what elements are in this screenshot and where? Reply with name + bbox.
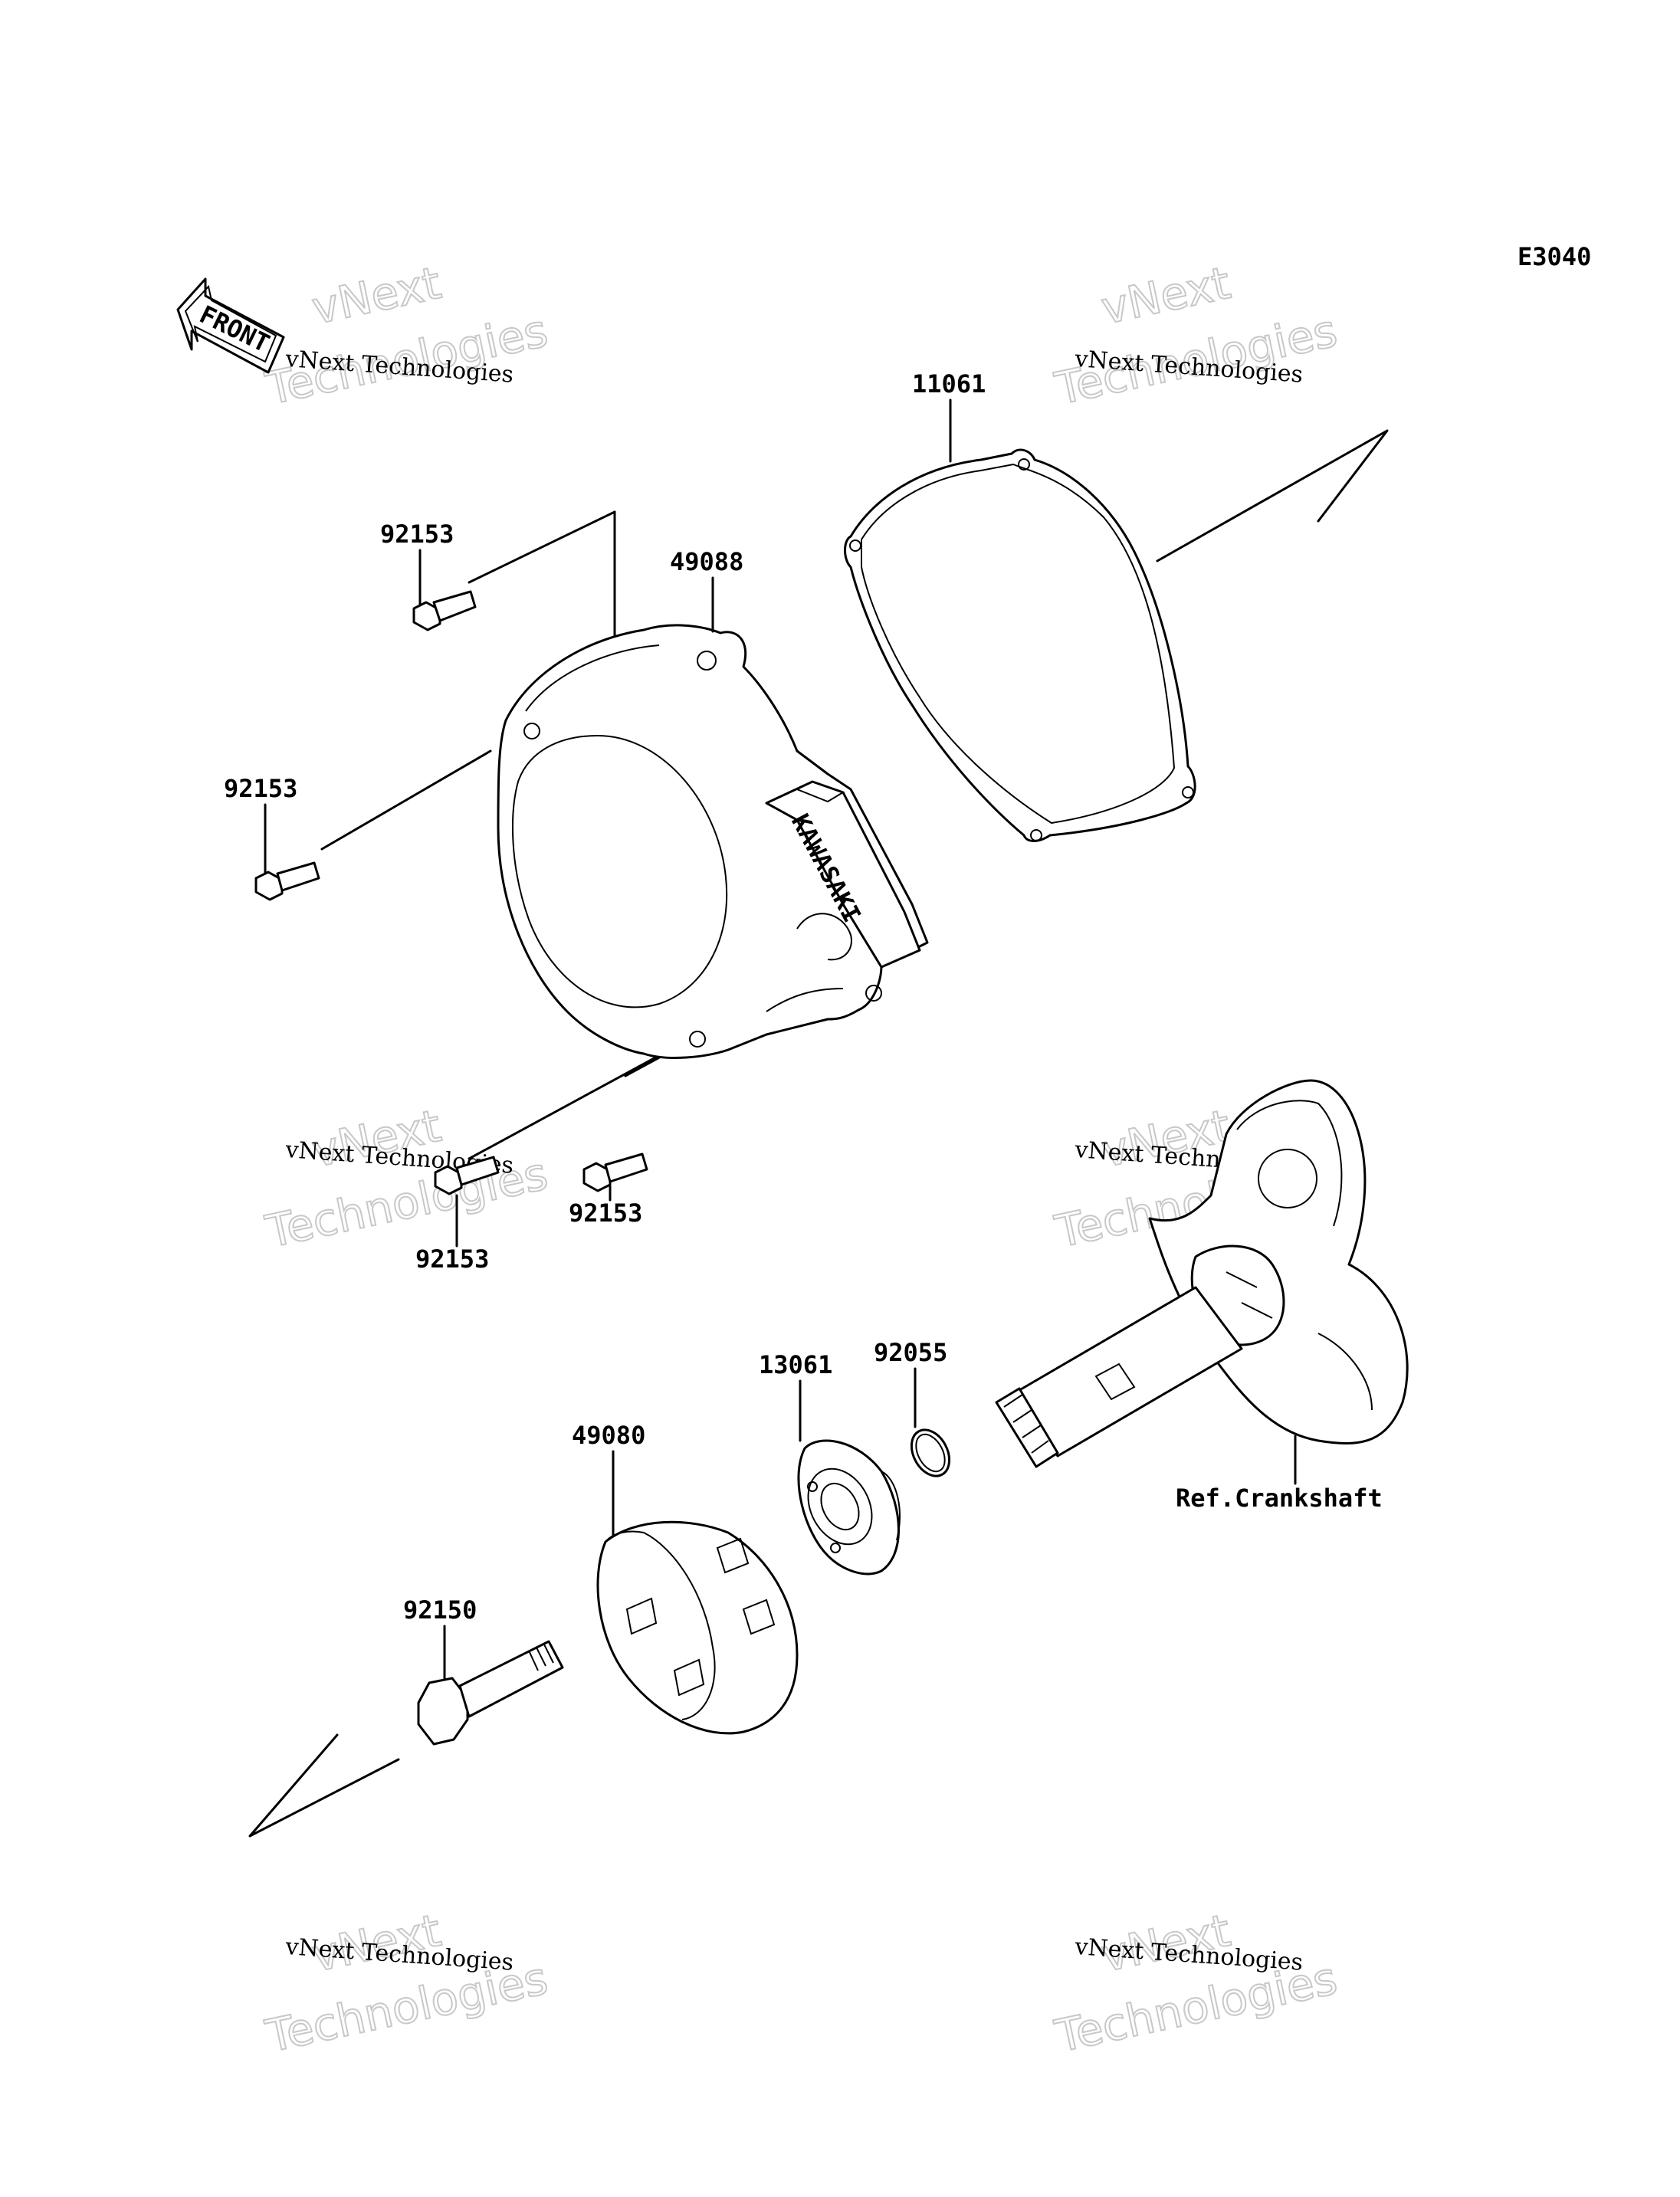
label-92153-d: 92153 [415,1244,489,1274]
callouts: 11061 92153 49088 92153 92153 92153 1306… [224,369,986,1681]
flange-13061 [797,1439,901,1576]
bolt-92150 [417,1640,564,1746]
watermark-1: vNext Technologies [261,256,553,416]
front-arrow-icon: FRONT [176,277,285,374]
bolt-92153-a [412,590,477,631]
diagram-code: E3040 [1518,242,1591,271]
bolt-92153-d [434,1156,500,1195]
watermark-big-1: vNext [307,257,445,335]
watermark-big-1: vNext [1097,257,1235,335]
bolt-92153-c [582,1153,648,1192]
reference-label: Ref.Crankshaft [1176,1484,1383,1513]
label-92055: 92055 [874,1338,947,1367]
watermark-2: vNext Technologies [1050,256,1343,416]
drum-49080 [596,1520,799,1735]
crankshaft-reference: Ref.Crankshaft [995,1079,1409,1513]
label-49080: 49080 [572,1421,645,1450]
label-49088: 49088 [670,547,743,576]
label-11061: 11061 [912,369,986,398]
gasket-11061 [844,448,1196,842]
o-ring-92055 [910,1428,951,1477]
label-92153-b: 92153 [224,774,297,803]
label-92153-c: 92153 [569,1199,642,1228]
bolt-92153-b [254,861,320,901]
label-13061: 13061 [759,1350,832,1379]
label-92150: 92150 [403,1595,477,1625]
label-92153-a: 92153 [380,520,454,549]
cover-49088: KAWASAKI [497,624,929,1059]
